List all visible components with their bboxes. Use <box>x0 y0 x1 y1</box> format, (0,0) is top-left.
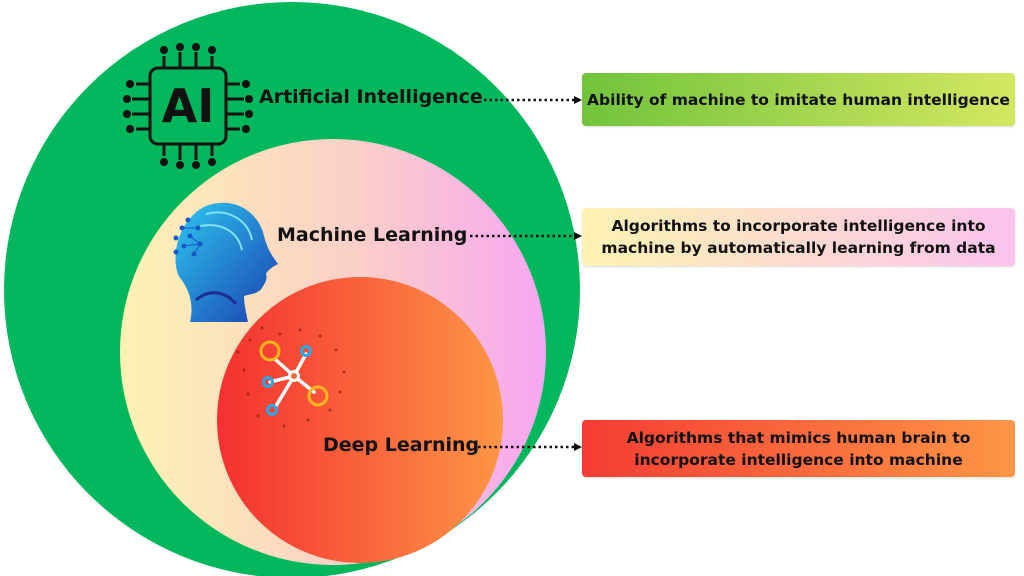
ai-description-text: Ability of machine to imitate human inte… <box>587 90 1010 109</box>
dl-description-box: Algorithms that mimics human brain to in… <box>582 420 1015 477</box>
dl-circle <box>217 277 503 563</box>
dl-description-text: Algorithms that mimics human brain to in… <box>626 428 971 469</box>
ml-label: Machine Learning <box>277 224 468 246</box>
dl-label: Deep Learning <box>323 434 480 456</box>
ai-description-box: Ability of machine to imitate human inte… <box>582 73 1015 126</box>
ai-chip-text: AI <box>162 79 215 133</box>
ml-description-box: Algorithms to incorporate intelligence i… <box>582 208 1015 266</box>
ml-description-text: Algorithms to incorporate intelligence i… <box>601 217 996 257</box>
ai-label: Artificial Intelligence <box>259 86 483 108</box>
neural-network-icon <box>236 326 346 428</box>
ai-chip-icon <box>132 52 244 160</box>
ai-head-icon <box>173 202 278 322</box>
